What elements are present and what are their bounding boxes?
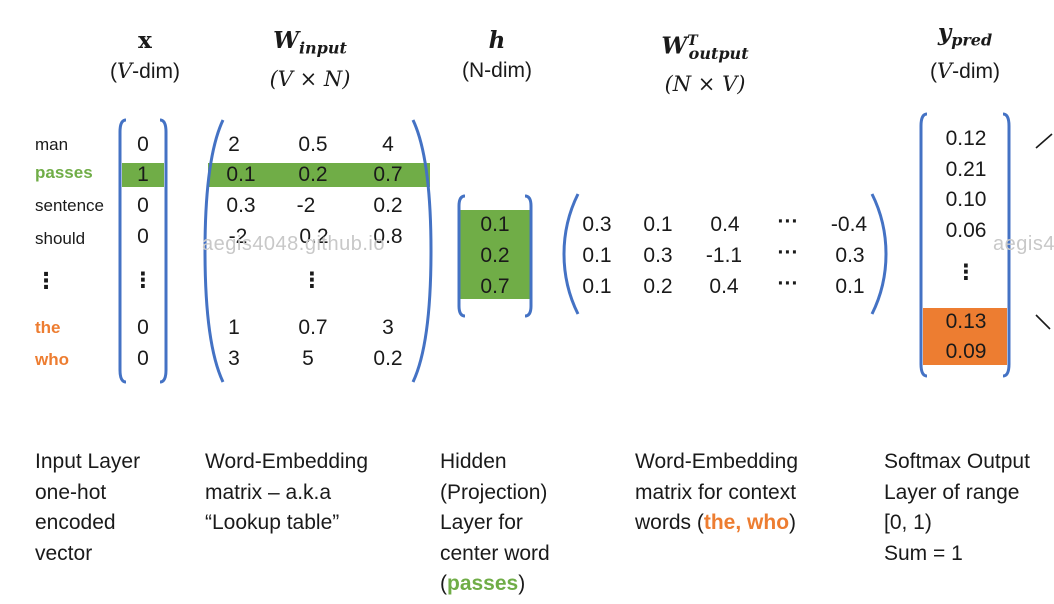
y-context-highlight [923,308,1007,365]
header-h: h (N-dim) [447,26,547,86]
x-passes-highlight [122,163,164,187]
w-input-cell: 3 [382,316,394,339]
w-output-cell: -0.4 [830,213,868,236]
watermark: aegis4048.github.io [202,233,385,255]
row-label-the: the [35,318,61,337]
w-input-cell: 0.2 [373,194,403,217]
row-label-should: should [35,229,86,248]
w-output-cell: 0.4 [710,213,740,236]
w-output-cell: 0.4 [709,275,739,298]
header-w-input-symbol: Winput [273,27,347,58]
w-output-cell: 0.1 [643,213,673,236]
x-cell: 0 [137,194,149,217]
y-cell-ellipsis: ⋮ [955,261,977,284]
header-y-pred: ypred (V-dim) [910,18,1020,87]
caption-context-words: the, who [703,511,790,534]
caption-center-word: passes [447,572,519,595]
h-cell: 0.2 [480,244,510,267]
y-cell: 0.06 [945,219,987,242]
w-input-cell: 0.7 [298,316,328,339]
w-input-cell: 0.1 [226,163,256,186]
w-output-cell: 0.3 [643,244,673,267]
h-vector-highlight [460,210,530,299]
w-input-cell: 0.2 [299,225,329,248]
x-vector-bracket [118,118,168,384]
header-w-output-symbol: WToutput [661,32,749,64]
row-label-passes: passes [35,163,93,182]
caption-word-embedding-context: Word-Embedding matrix for context words … [635,450,799,534]
x-cell: 0 [137,316,149,339]
x-cell: 0 [137,347,149,370]
y-cell: 0.09 [945,340,987,363]
w-output-ellipsis: ··· [777,241,799,264]
watermark: aegis4 [993,233,1054,255]
w-input-cell: 0.5 [298,133,328,156]
x-cell: 0 [137,225,149,248]
header-w-input: Winput (V × N) [240,26,380,95]
w-input-cell: 0.2 [373,347,403,370]
w-output-cell: 0.3 [582,213,612,236]
row-label-ellipsis: ⋮ [35,268,57,293]
w-input-cell: 1 [228,316,240,339]
y-vector-bracket [919,112,1011,378]
header-y-pred-dim: (V-dim) [930,58,1000,83]
w-output-ellipsis: ··· [777,272,799,295]
w-input-cell: 0.7 [373,163,403,186]
header-w-output-dim: (N × V) [664,72,746,97]
w-input-cell: 5 [302,347,314,370]
header-x-dim: (V-dim) [110,59,180,83]
w-input-cell: -2 [228,225,248,248]
w-output-cell: 0.1 [582,275,612,298]
w-input-cell: 4 [382,133,394,156]
w-input-cell: 0.2 [298,163,328,186]
w-output-bracket [562,193,888,315]
row-label-who: who [35,350,69,369]
header-x-symbol: x [138,27,152,54]
header-h-dim: (N-dim) [462,59,532,82]
w-input-cell: 3 [228,347,240,370]
caption-softmax-output: Softmax Output Layer of range [0, 1) Sum… [884,450,1030,565]
w-input-cell: 2 [228,133,240,156]
row-label-sentence: sentence [35,196,104,215]
caption-hidden-layer: Hidden (Projection) Layer for center wor… [440,450,550,595]
header-w-output: WToutput (N × V) [630,26,780,100]
x-cell: 1 [137,163,149,186]
y-cell: 0.12 [945,127,987,150]
connector-line-top [1035,133,1053,149]
w-input-cell-ellipsis: ⋮ [301,269,323,292]
w-input-cell: 0.3 [226,194,256,217]
y-cell: 0.21 [945,158,987,181]
w-output-cell: 0.1 [835,275,865,298]
w-output-cell: 0.2 [643,275,673,298]
h-cell: 0.1 [480,213,510,236]
y-cell: 0.13 [945,310,987,333]
connector-line-bottom [1035,314,1051,330]
caption-input-layer: Input Layer one-hot encoded vector [35,450,141,565]
w-input-passes-highlight [208,163,430,187]
x-cell: 0 [137,133,149,156]
caption-word-embedding-input: Word-Embedding matrix – a.k.a “Lookup ta… [205,450,369,534]
h-cell: 0.7 [480,275,510,298]
x-cell-ellipsis: ⋮ [132,269,154,292]
w-output-cell: -1.1 [705,244,743,267]
header-x: x (V-dim) [95,26,195,87]
w-input-cell: -2 [296,194,316,217]
w-output-cell: 0.1 [582,244,612,267]
row-label-man: man [35,135,69,154]
h-vector-bracket [457,194,533,318]
w-output-cell: 0.3 [835,244,865,267]
header-h-symbol: h [488,27,506,54]
header-w-input-dim: (V × N) [269,66,351,91]
w-input-cell: 0.8 [373,225,403,248]
w-input-bracket [203,119,433,383]
header-y-pred-symbol: ypred [937,19,993,50]
w-output-ellipsis: ··· [777,210,799,233]
y-cell: 0.10 [945,188,987,211]
